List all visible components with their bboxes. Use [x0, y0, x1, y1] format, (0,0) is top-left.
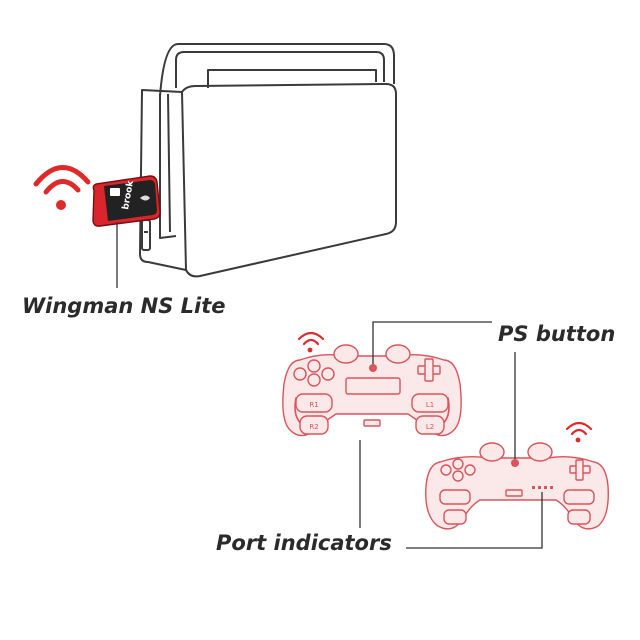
touch-panel [345, 377, 401, 395]
ps-button-leader-line [372, 321, 492, 364]
shoulder-l2 [415, 415, 445, 435]
switch-dock [139, 43, 397, 278]
port-indicators-label: Port indicators [216, 531, 392, 555]
switch-console [159, 43, 395, 97]
right-analog-stick [385, 344, 411, 364]
port-indicators-leader-line [406, 492, 543, 549]
l1-label: L1 [426, 401, 434, 409]
r2-label: R2 [309, 423, 318, 431]
dock-usb-port [141, 219, 151, 251]
adapter-label: Wingman NS Lite [22, 294, 226, 318]
ps-button-label: PS button [498, 322, 616, 346]
ps-controller [425, 442, 609, 530]
l2-label: L2 [426, 423, 434, 431]
usb-adapter: brook [92, 175, 161, 227]
switch-console-screen [175, 51, 385, 88]
ps-button [511, 459, 519, 467]
shoulder-r1 [295, 393, 333, 413]
left-analog-stick [333, 344, 359, 364]
ps-button [369, 364, 377, 372]
dock-body [181, 83, 397, 278]
shoulder-r2 [299, 415, 329, 435]
dock-side [139, 89, 187, 271]
r1-label: R1 [309, 401, 318, 409]
adapter-led [110, 188, 120, 196]
wifi-signal-icon [297, 331, 325, 353]
wifi-signal-icon [565, 421, 593, 443]
wifi-signal-icon [33, 165, 91, 210]
ps-controller: R1 L1 R2 L2 [282, 344, 462, 437]
shoulder-l1 [411, 393, 449, 413]
port-indicator-leds [532, 486, 553, 489]
